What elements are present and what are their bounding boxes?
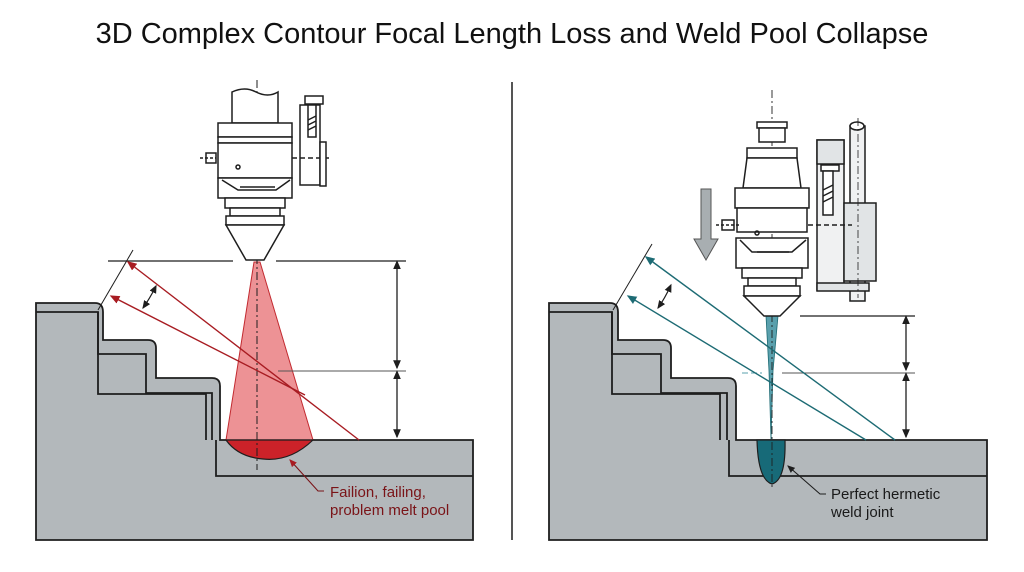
left-laser-head-icon xyxy=(200,88,330,261)
right-ray-upper xyxy=(644,256,896,441)
right-ray-lower xyxy=(626,295,867,441)
right-angle-arrow xyxy=(657,283,672,309)
right-panel: Perfect hermetic weld joint xyxy=(548,90,988,541)
right-annotation-line-2: weld joint xyxy=(830,504,894,521)
left-ray-lower xyxy=(109,295,306,396)
right-workpiece xyxy=(548,302,988,541)
left-defocused-beam xyxy=(225,261,314,441)
left-annotation-line-1: Failion, failing, xyxy=(330,484,426,501)
right-annotation-line-1: Perfect hermetic xyxy=(831,486,941,503)
feed-down-arrow-icon xyxy=(693,188,719,262)
left-annotation-leader xyxy=(289,459,324,492)
left-workpiece xyxy=(35,302,474,541)
left-ray-upper xyxy=(126,261,360,441)
left-annotation-line-2: problem melt pool xyxy=(330,502,449,519)
diagram-title: 3D Complex Contour Focal Length Loss and… xyxy=(95,18,929,50)
right-annotation-leader xyxy=(787,465,826,495)
left-panel: Failion, failing, problem melt pool xyxy=(35,80,474,541)
right-weld-keyhole xyxy=(756,439,786,485)
right-laser-head-icon xyxy=(716,118,877,317)
left-angle-arrow xyxy=(142,284,157,309)
left-melt-pool xyxy=(224,439,315,460)
